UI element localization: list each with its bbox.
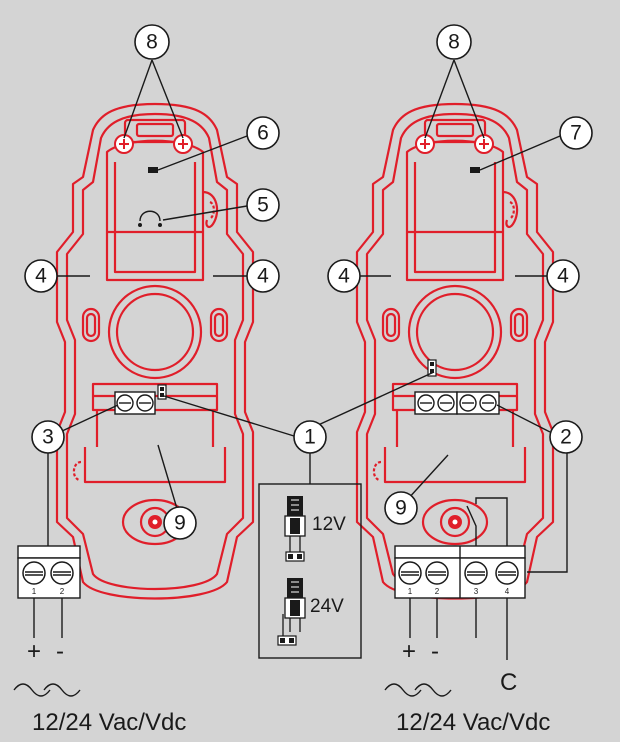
left-supply-label: 12/24 Vac/Vdc: [32, 709, 186, 736]
callout-4-right-inner: 4: [546, 259, 580, 293]
svg-text:4: 4: [338, 265, 350, 288]
callout-9-right: 9: [384, 491, 418, 525]
svg-text:1: 1: [304, 426, 316, 449]
left-minus-label: -: [56, 638, 64, 665]
callout-8-left: 8: [134, 24, 170, 60]
svg-text:1: 1: [32, 587, 37, 596]
svg-text:3: 3: [474, 587, 479, 596]
svg-text:2: 2: [435, 587, 440, 596]
svg-text:6: 6: [257, 122, 269, 145]
svg-text:2: 2: [60, 587, 65, 596]
callout-6: 6: [246, 116, 280, 150]
svg-text:3: 3: [42, 426, 54, 449]
right-acdc-symbol-icon: [384, 683, 452, 697]
svg-text:4: 4: [505, 587, 510, 596]
callout-5: 5: [246, 188, 280, 222]
left-power-terminal: 1 2 + -: [17, 545, 81, 665]
label-12v: 12V: [312, 514, 346, 535]
jumper-inset: 12V 24V: [258, 483, 362, 659]
right-detector: [355, 102, 555, 600]
left-detector: [55, 102, 255, 600]
label-24v: 24V: [310, 596, 344, 617]
callout-4-left-inner: 4: [246, 259, 280, 293]
left-acdc-symbol-icon: [13, 683, 81, 697]
callout-8-right: 8: [436, 24, 472, 60]
svg-text:1: 1: [408, 587, 413, 596]
callout-7: 7: [559, 116, 593, 150]
callout-4-right-outer: 4: [327, 259, 361, 293]
svg-text:8: 8: [448, 31, 460, 54]
svg-text:9: 9: [174, 512, 186, 535]
leader-lines: [47, 59, 568, 585]
right-supply-label: 12/24 Vac/Vdc: [396, 709, 550, 736]
right-plus-label: +: [402, 638, 416, 665]
callout-3: 3: [31, 420, 65, 454]
svg-text:4: 4: [35, 265, 47, 288]
svg-text:4: 4: [257, 265, 269, 288]
callout-4-left-outer: 4: [24, 259, 58, 293]
svg-text:8: 8: [146, 31, 158, 54]
svg-text:5: 5: [257, 194, 269, 217]
svg-text:2: 2: [560, 426, 572, 449]
svg-text:9: 9: [395, 497, 407, 520]
callout-9-left: 9: [163, 506, 197, 540]
common-label: C: [500, 669, 517, 696]
svg-text:7: 7: [570, 122, 582, 145]
callout-2: 2: [549, 420, 583, 454]
right-minus-label: -: [431, 638, 439, 665]
right-power-terminal: 1 2 3 4 + - C: [394, 497, 526, 696]
callout-1: 1: [293, 420, 327, 454]
svg-text:4: 4: [557, 265, 569, 288]
left-plus-label: +: [27, 638, 41, 665]
